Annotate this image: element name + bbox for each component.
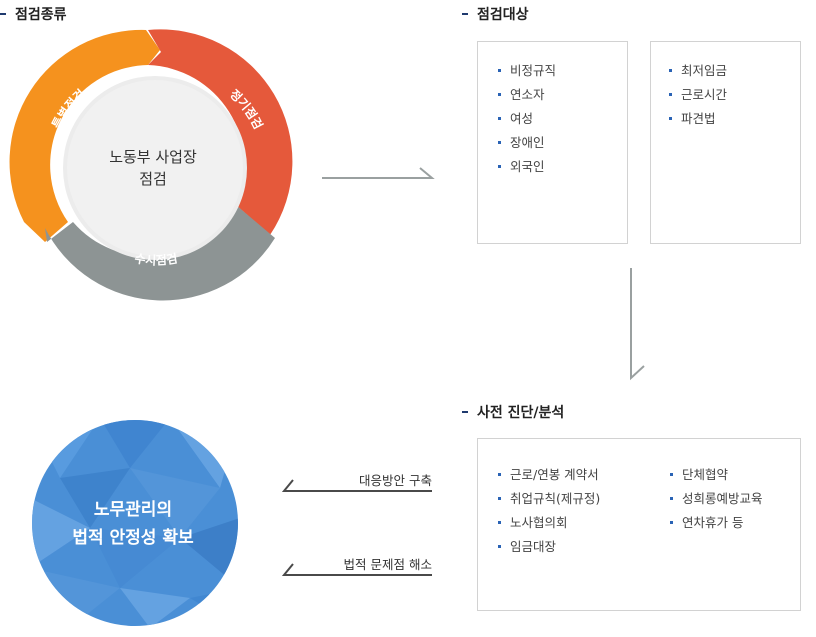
cycle-segment-regular: [148, 29, 293, 235]
inspection-cycle-diagram: 노동부 사업장 점검 특별점검 정기점검 수시점검: [9, 29, 293, 301]
diagnosis-right-list: 단체협약 성희롱예방교육 연차휴가 등: [670, 463, 763, 535]
heading-dash: [0, 13, 6, 15]
targets-left-box: 비정규직 연소자 여성 장애인 외국인: [477, 41, 628, 244]
arrow-left-resolve: [281, 563, 432, 576]
list-item: 임금대장: [498, 535, 600, 559]
cycle-center-line2: 점검: [139, 170, 167, 188]
heading-dash: [462, 13, 468, 15]
arrow-left-countermeasure: [281, 479, 432, 492]
heading-dash: [462, 411, 468, 413]
list-item: 취업규칙(제규정): [498, 487, 600, 511]
cycle-segment-occasional: [45, 205, 275, 301]
list-item: 파견법: [669, 107, 800, 131]
arrow-down: [630, 268, 645, 381]
cycle-heading-text: 점검종류: [15, 7, 67, 23]
list-item: 연차휴가 등: [670, 511, 763, 535]
cycle-heading: 점검종류: [0, 4, 67, 24]
list-item: 장애인: [498, 131, 627, 155]
list-item: 단체협약: [670, 463, 763, 487]
targets-left-list: 비정규직 연소자 여성 장애인 외국인: [478, 42, 627, 179]
list-item: 최저임금: [669, 59, 800, 83]
svg-text:수시점검: 수시점검: [134, 250, 179, 267]
cycle-segment-special: [9, 29, 160, 242]
targets-heading: 점검대상: [462, 4, 529, 24]
arrow-label-countermeasure: 대응방안 구축: [359, 473, 432, 488]
list-item: 여성: [498, 107, 627, 131]
targets-heading-text: 점검대상: [477, 7, 529, 23]
diagnosis-heading: 사전 진단/분석: [462, 402, 564, 422]
diagnosis-box: 근로/연봉 계약서 취업규칙(제규정) 노사협의회 임금대장 단체협약 성희롱예…: [477, 438, 801, 611]
targets-right-list: 최저임금 근로시간 파견법: [651, 42, 800, 131]
diagnosis-left-list: 근로/연봉 계약서 취업규칙(제규정) 노사협의회 임금대장: [498, 463, 600, 559]
cycle-center-line1: 노동부 사업장: [109, 148, 197, 166]
list-item: 비정규직: [498, 59, 627, 83]
cycle-label-occasional: 수시점검: [134, 250, 179, 267]
arrow-right: [322, 167, 435, 179]
list-item: 노사협의회: [498, 511, 600, 535]
result-line2: 법적 안정성 확보: [72, 528, 194, 548]
list-item: 연소자: [498, 83, 627, 107]
list-item: 외국인: [498, 155, 627, 179]
diagnosis-heading-text: 사전 진단/분석: [477, 405, 565, 421]
result-line1: 노무관리의: [94, 500, 172, 520]
result-circle: 노무관리의 법적 안정성 확보: [32, 420, 238, 626]
list-item: 근로시간: [669, 83, 800, 107]
targets-right-box: 최저임금 근로시간 파견법: [650, 41, 801, 244]
arrow-label-resolve: 법적 문제점 해소: [343, 557, 432, 572]
cycle-center-inner: [67, 80, 243, 256]
list-item: 성희롱예방교육: [670, 487, 763, 511]
list-item: 근로/연봉 계약서: [498, 463, 600, 487]
